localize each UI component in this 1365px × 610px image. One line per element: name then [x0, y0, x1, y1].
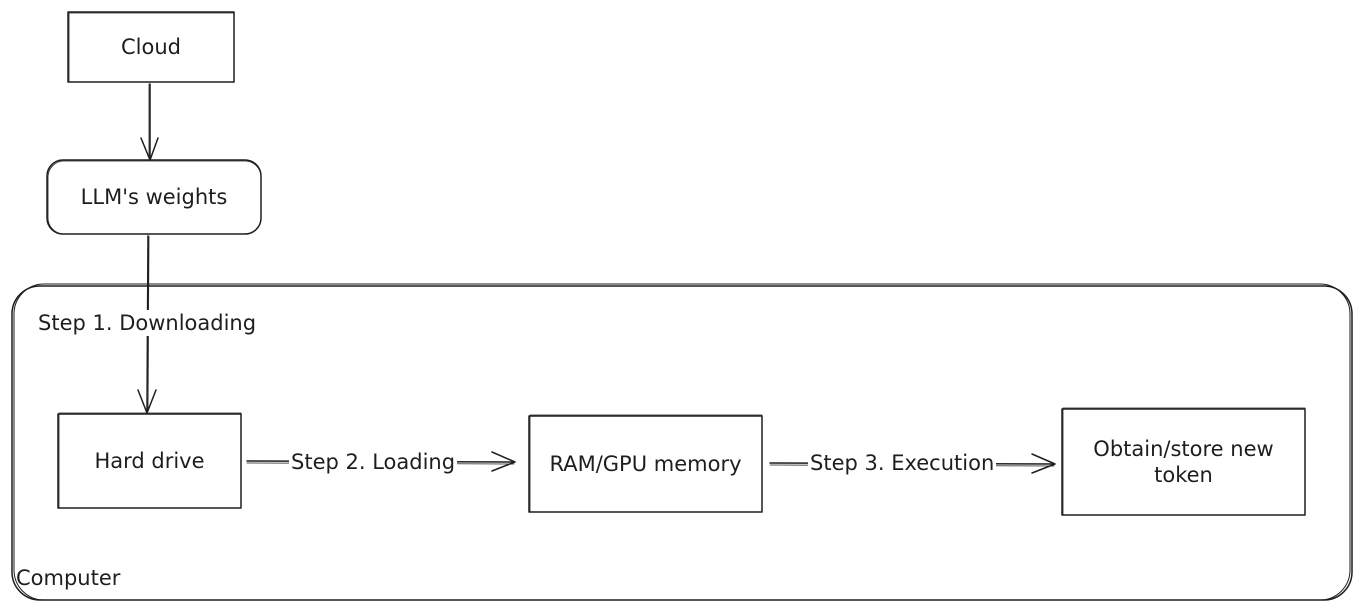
computer-label: Computer: [16, 566, 121, 590]
arrowhead-drive: [137, 389, 157, 414]
step3-label: Step 3. Execution: [808, 450, 997, 477]
step1-label: Step 1. Downloading: [36, 310, 259, 337]
hard-drive-label: Hard drive: [94, 448, 205, 473]
arrowhead-weights: [140, 137, 159, 161]
computer-container-sketch: [13, 283, 1351, 601]
step2-label: Step 2. Loading: [289, 449, 458, 476]
hard-drive-box-sketch: [58, 412, 242, 509]
token-box-sketch: [1062, 407, 1306, 516]
cloud-label: Cloud: [121, 34, 181, 59]
token-label: Obtain/store new token: [1093, 436, 1274, 487]
weights-label: LLM's weights: [80, 184, 228, 209]
memory-label: RAM/GPU memory: [549, 451, 742, 476]
arrowhead-token: [1031, 453, 1056, 474]
memory-box-sketch: [529, 414, 763, 513]
cloud-box-sketch: [68, 12, 235, 83]
arrowhead-memory: [491, 451, 516, 472]
weights-box-sketch: [47, 160, 262, 235]
